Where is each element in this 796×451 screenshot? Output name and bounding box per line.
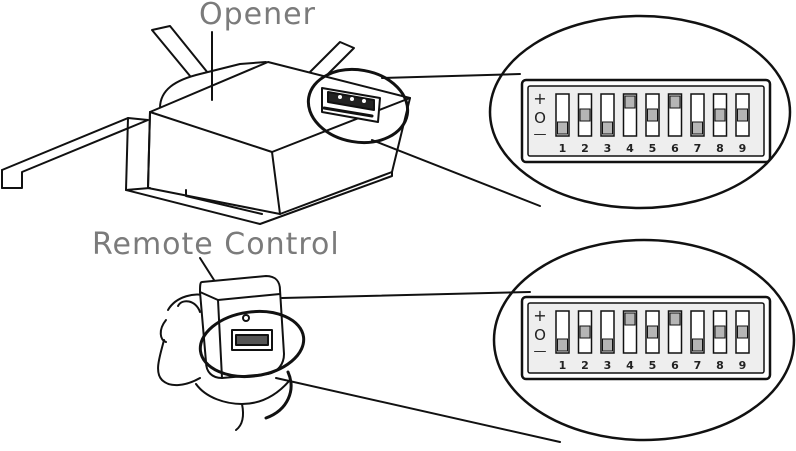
dip-switch-number: 6	[671, 359, 679, 372]
dip-switch-lever	[714, 108, 726, 122]
dip-switch-lever	[579, 108, 591, 122]
dip-switch-number: 5	[649, 142, 657, 155]
dip-switch-number: 7	[694, 359, 702, 372]
dip-switch-number: 6	[671, 142, 679, 155]
dip-switch-number: 8	[716, 142, 724, 155]
opener-dip-switch-panel: +O— 1 2 3 4 5 6 7 8 9	[520, 78, 772, 164]
dip-switch-lever	[557, 121, 568, 135]
dip-switch-number: 4	[626, 359, 634, 372]
minus-symbol: —	[534, 127, 547, 142]
opener-unit	[1, 25, 411, 225]
dip-switch-lever	[624, 95, 636, 109]
dip-switch-number: 9	[739, 359, 747, 372]
dip-switch-lever	[647, 108, 658, 122]
dip-switch-lever	[579, 325, 591, 339]
minus-symbol: —	[534, 344, 547, 359]
dip-switch-lever	[624, 312, 636, 326]
dip-switch-lever	[602, 121, 613, 135]
dip-switch-lever	[737, 325, 748, 339]
dip-switch-lever	[557, 338, 568, 352]
off-symbol: O	[534, 326, 546, 344]
dip-switch-lever	[669, 95, 681, 109]
dip-switch-number: 3	[604, 142, 612, 155]
plus-symbol: +	[533, 89, 546, 108]
opener-zoom-circle	[488, 14, 792, 210]
dip-switch-number: 7	[694, 142, 702, 155]
dip-switch-lever	[692, 338, 703, 352]
dip-switch-lever	[737, 108, 748, 122]
dip-switch-number: 5	[649, 359, 657, 372]
plus-symbol: +	[533, 306, 546, 325]
dip-switch-lever	[692, 121, 703, 135]
opener-label: Opener	[199, 0, 316, 32]
dip-switch-lever	[647, 325, 658, 339]
dip-switch-number: 1	[559, 142, 567, 155]
remote-zoom-circle	[492, 238, 796, 442]
dip-switch-lever	[602, 338, 613, 352]
dip-switch-number: 4	[626, 142, 634, 155]
dip-switch-number: 9	[739, 142, 747, 155]
dip-switch-number: 8	[716, 359, 724, 372]
dip-switch-number: 2	[581, 359, 589, 372]
dip-switch-lever	[669, 312, 681, 326]
remote-dip-switch-panel: +O— 1 2 3 4 5 6 7 8 9	[520, 295, 772, 381]
remote-unit	[157, 257, 306, 431]
remote-control-label: Remote Control	[92, 227, 340, 262]
dip-switch-number: 1	[559, 359, 567, 372]
off-symbol: O	[534, 109, 546, 127]
dip-switch-number: 3	[604, 359, 612, 372]
dip-switch-lever	[714, 325, 726, 339]
dip-switch-number: 2	[581, 142, 589, 155]
